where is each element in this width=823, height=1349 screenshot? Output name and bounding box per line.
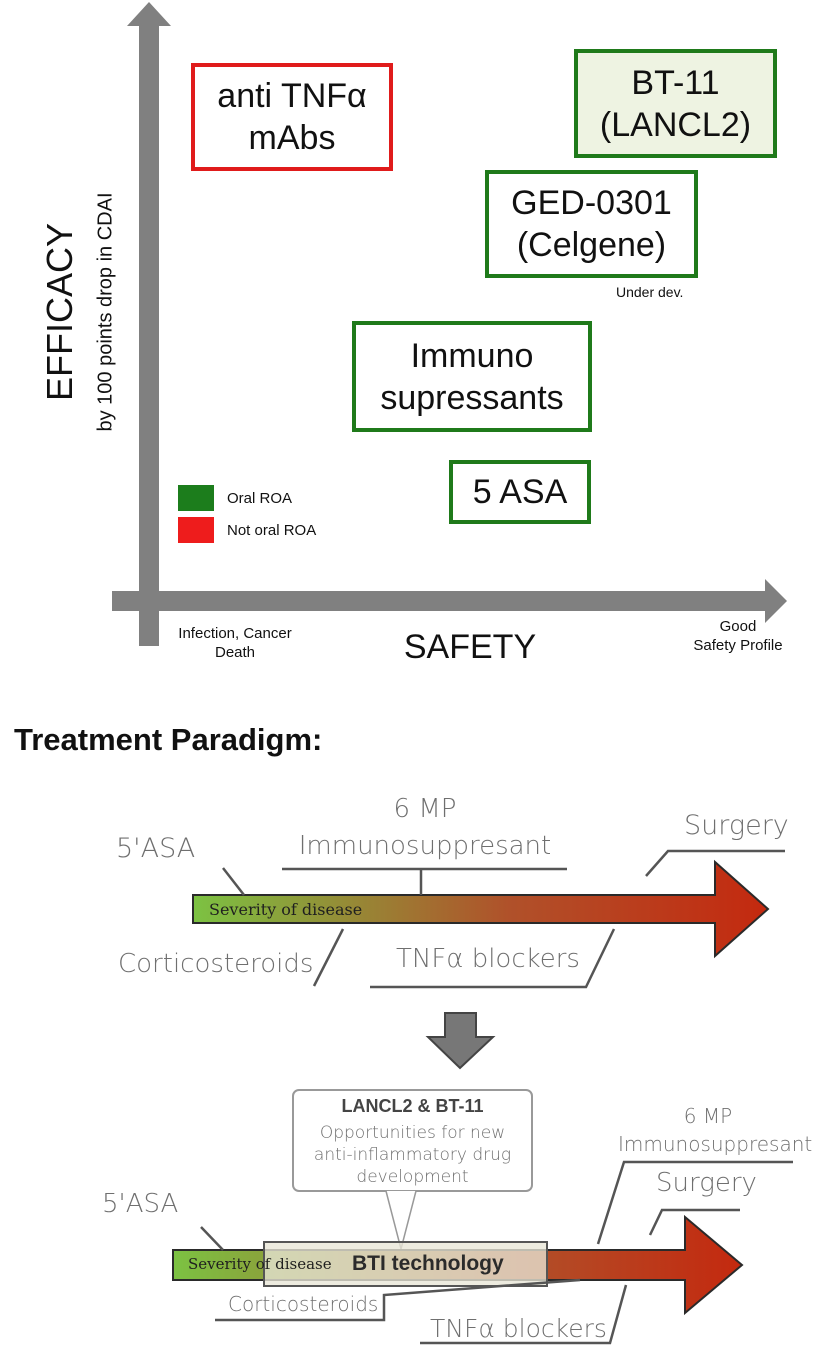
x-axis-shaft (112, 591, 770, 611)
callout-title: LANCL2 & BT-11 (341, 1096, 484, 1116)
bottom-asa-leader (200, 1226, 224, 1251)
x-axis-arrowhead (765, 579, 787, 623)
legend-label-oral: Oral ROA (227, 490, 293, 507)
bottom-surgery-leader (648, 1208, 740, 1236)
top-severity-arrow (192, 859, 770, 959)
y-axis-arrowhead (127, 2, 171, 26)
y-axis-shaft (139, 20, 159, 646)
top-surgery-leader (645, 849, 785, 877)
bottom-tnf-leader (420, 1284, 628, 1345)
legend-swatch-not-oral (178, 517, 214, 543)
bti-label: BTI technology (352, 1252, 504, 1275)
bottom-tnf-label: TNFα blockers (430, 1314, 607, 1343)
box-5-asa: 5 ASA (449, 460, 591, 524)
bottom-bar-label: Severity of disease (188, 1255, 332, 1273)
bti-overlay-box (263, 1241, 548, 1287)
bottom-mp-leader (596, 1160, 793, 1245)
top-surgery-label: Surgery (684, 810, 789, 841)
down-arrow (425, 1012, 496, 1070)
legend-label-not-oral: Not oral ROA (227, 522, 317, 539)
top-mp-label: 6 MP Immunosuppresant (298, 794, 552, 861)
box-bt11: BT-11(LANCL2) (574, 49, 777, 158)
bottom-asa-label: 5'ASA (102, 1189, 179, 1219)
bottom-mp-label: 6 MP Immunosuppresant (618, 1104, 813, 1156)
bottom-cortico-label: Corticosteroids (228, 1292, 379, 1316)
paradigm-heading: Treatment Paradigm: (14, 722, 323, 757)
bottom-callout-pointer (385, 1190, 417, 1252)
top-tnf-label: TNFα blockers (396, 944, 580, 974)
x-axis-title: SAFETY (403, 628, 537, 666)
ged-note: Under dev. (616, 284, 684, 300)
top-cortico-label: Corticosteroids (118, 949, 314, 979)
top-bar-label: Severity of disease (209, 900, 363, 919)
x-axis-right-note: Good Safety Profile (693, 618, 783, 654)
callout-body: Opportunities for new anti-inflammatory … (313, 1123, 512, 1187)
bottom-cortico-leader (215, 1278, 581, 1322)
quadrant-axes (112, 2, 787, 646)
top-tnf-leader (370, 928, 616, 989)
bottom-surgery-label: Surgery (656, 1168, 757, 1198)
box-ged-0301: GED-0301(Celgene) (485, 170, 698, 278)
top-cortico-leader (312, 928, 345, 987)
x-axis-left-note: Infection, Cancer Death (178, 625, 292, 661)
top-asa-label: 5'ASA (116, 833, 196, 864)
top-asa-leader (222, 867, 245, 896)
legend-swatch-oral (178, 485, 214, 511)
